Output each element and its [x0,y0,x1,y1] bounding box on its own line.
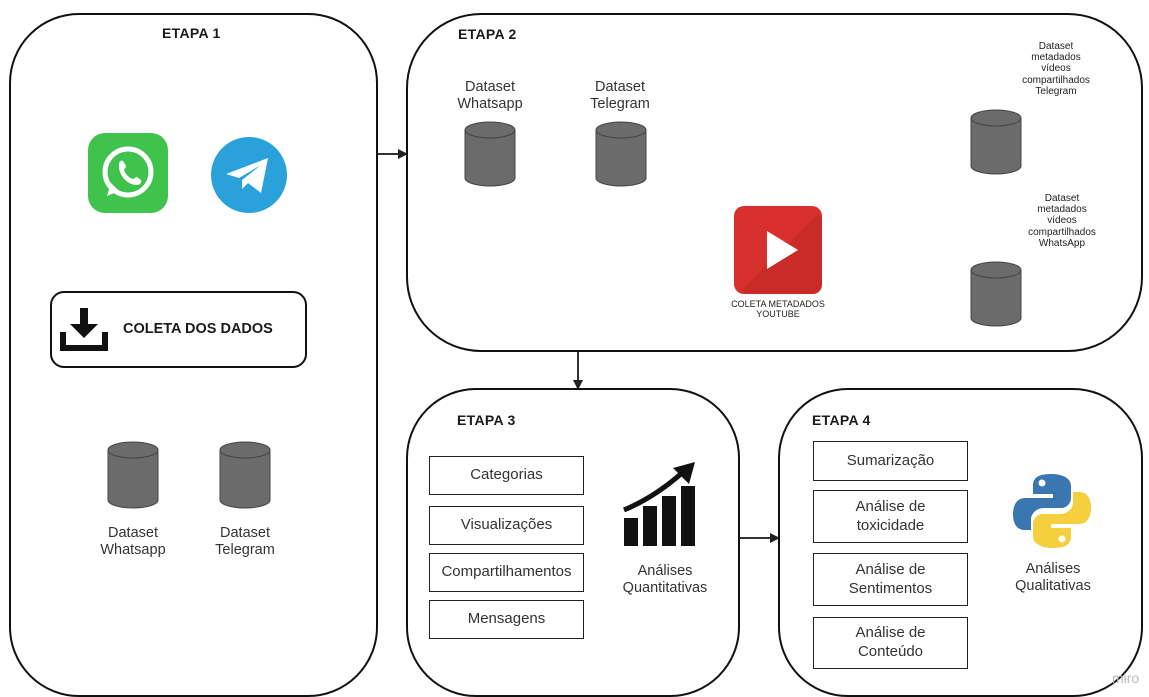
stage-3-title: ETAPA 3 [457,412,516,428]
stage-4-title: ETAPA 4 [812,412,871,428]
collect-data-label: COLETA DOS DADOS [123,321,273,337]
database-icon [595,121,647,187]
python-logo-icon [1013,472,1091,550]
database-icon [464,121,516,187]
analysis-box-sentimentos: Análise de Sentimentos [813,553,968,606]
stage2-db-whatsapp-label: Dataset Whatsapp [457,79,523,113]
stage-1-title: ETAPA 1 [162,25,221,41]
growth-chart-icon [621,462,701,548]
stage2-db-telegram-label: Dataset Telegram [590,79,650,113]
database-icon [219,441,271,509]
analysis-box-toxicidade: Análise de toxicidade [813,490,968,543]
database-icon [970,261,1022,327]
metric-box-categorias: Categorias [429,456,584,495]
stage4-label: Análises Qualitativas [1015,561,1091,595]
telegram-logo-icon [211,137,287,213]
stage1-db-whatsapp-label: Dataset Whatsapp [100,525,166,559]
metric-box-visualizacoes: Visualizações [429,506,584,545]
metric-box-compartilhamentos: Compartilhamentos [429,553,584,592]
output-whatsapp-label: Dataset metadados vídeos compartilhados … [1028,193,1096,249]
youtube-collect-label: COLETA METADADOS YOUTUBE [731,299,825,320]
stage-2-title: ETAPA 2 [458,26,517,42]
whatsapp-logo-icon [88,133,168,213]
database-icon [970,109,1022,175]
stage3-label: Análises Quantitativas [622,563,708,597]
analysis-box-conteudo: Análise de Conteúdo [813,617,968,669]
miro-watermark: miro [1112,670,1140,686]
database-icon [107,441,159,509]
analysis-box-sumarizacao: Sumarização [813,441,968,481]
download-icon [60,306,108,352]
stage1-db-telegram-label: Dataset Telegram [215,525,275,559]
collect-data-box [50,291,307,368]
youtube-play-icon [734,206,822,294]
metric-box-mensagens: Mensagens [429,600,584,639]
output-telegram-label: Dataset metadados vídeos compartilhados … [1022,41,1090,97]
